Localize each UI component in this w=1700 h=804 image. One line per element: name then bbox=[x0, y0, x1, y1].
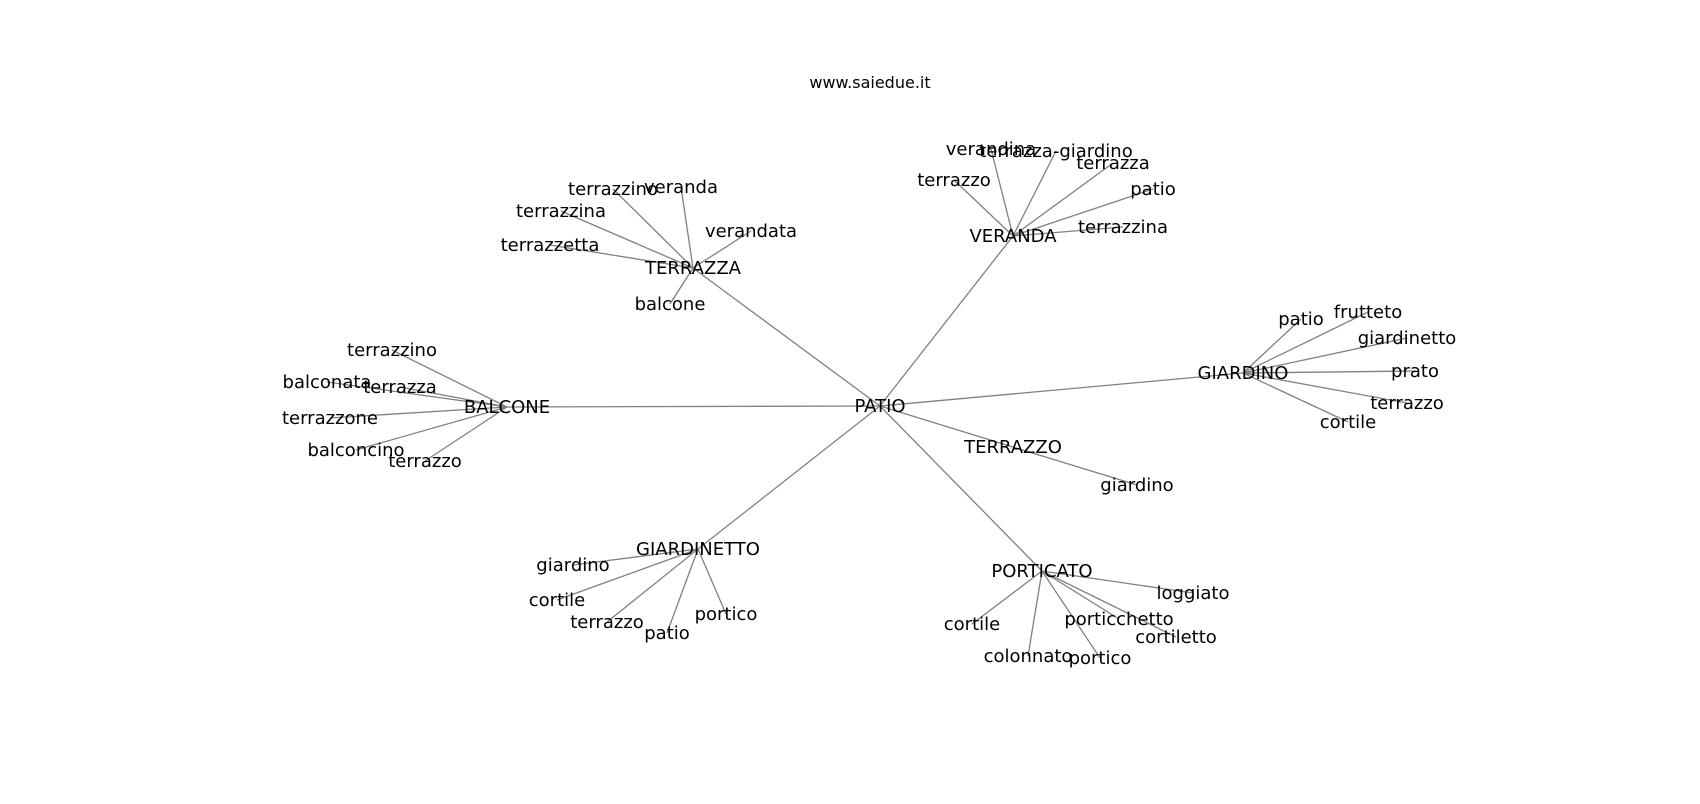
hub-node-label: TERRAZZO bbox=[963, 437, 1062, 458]
edge-root-to-hub bbox=[506, 405, 881, 408]
edge-hub-to-leaf bbox=[556, 548, 699, 601]
leaf-node-label: terrazzone bbox=[282, 408, 378, 429]
leaf-node-label: cortile bbox=[944, 614, 1000, 635]
hub-node-label: PORTICATO bbox=[991, 561, 1092, 582]
root-node-label: PATIO bbox=[854, 396, 905, 417]
leaf-node-label: terrazzo bbox=[917, 170, 991, 191]
edge-hub-to-leaf bbox=[355, 406, 508, 451]
edge-root-to-hub bbox=[697, 405, 881, 550]
leaf-node-label: frutteto bbox=[1334, 302, 1402, 323]
leaf-node-label: portico bbox=[695, 604, 758, 625]
leaf-node-label: terrazzo bbox=[388, 451, 462, 472]
leaf-node-label: porticchetto bbox=[1064, 609, 1173, 630]
leaf-node-label: terrazzina bbox=[1078, 217, 1168, 238]
leaf-node-label: balconata bbox=[283, 372, 372, 393]
leaf-node-label: giardinetto bbox=[1358, 328, 1457, 349]
edge-hub-to-leaf bbox=[391, 349, 508, 408]
edge-hub-to-leaf bbox=[329, 406, 508, 419]
edge-hub-to-leaf bbox=[990, 148, 1014, 237]
edge-hub-to-leaf bbox=[399, 386, 508, 408]
edge-hub-to-leaf bbox=[606, 548, 699, 623]
edge-hub-to-leaf bbox=[669, 267, 694, 305]
leaf-node-label: verandata bbox=[705, 221, 797, 242]
leaf-node-label: terrazzetta bbox=[501, 235, 600, 256]
edge-hub-to-leaf bbox=[971, 570, 1043, 625]
hub-node-label: BALCONE bbox=[464, 397, 550, 418]
edge-hub-to-leaf bbox=[572, 548, 699, 566]
edge-hub-to-leaf bbox=[1242, 318, 1302, 374]
leaf-node-label: giardino bbox=[536, 555, 609, 576]
edge-root-to-hub bbox=[879, 405, 1043, 572]
edge-hub-to-leaf bbox=[697, 548, 727, 615]
edge-hub-to-leaf bbox=[1242, 370, 1416, 374]
edge-hub-to-leaf bbox=[1242, 372, 1408, 404]
leaf-node-label: terrazza-giardino bbox=[979, 141, 1132, 162]
edge-hub-to-leaf bbox=[1027, 570, 1043, 657]
site-watermark: www.saiedue.it bbox=[809, 73, 930, 92]
edge-hub-to-leaf bbox=[1012, 150, 1057, 237]
leaf-node-label: loggiato bbox=[1157, 583, 1230, 604]
edge-hub-to-leaf bbox=[1242, 337, 1408, 374]
leaf-node-label: terrazzo bbox=[570, 612, 644, 633]
leaf-node-label: patio bbox=[1278, 309, 1324, 330]
edge-hub-to-leaf bbox=[1012, 162, 1114, 237]
leaf-node-label: portico bbox=[1069, 648, 1132, 669]
edge-hub-to-leaf bbox=[1012, 226, 1124, 237]
hub-node-label: TERRAZZA bbox=[644, 258, 742, 279]
leaf-node-label: terrazzino bbox=[347, 340, 437, 361]
leaf-node-label: terrazzo bbox=[1370, 393, 1444, 414]
leaf-node-label: balcone bbox=[635, 294, 706, 315]
edge-hub-to-leaf bbox=[1012, 188, 1154, 237]
edge-root-to-hub bbox=[879, 235, 1014, 407]
edge-hub-to-leaf bbox=[1242, 372, 1349, 423]
edge-hub-to-leaf bbox=[1041, 570, 1177, 638]
hub-node-label: GIARDINO bbox=[1198, 363, 1289, 384]
edge-hub-to-leaf bbox=[1041, 570, 1120, 620]
edge-root-to-hub bbox=[692, 267, 881, 407]
labels-layer: www.saiedue.it PATIOTERRAZZAterrazzinove… bbox=[282, 73, 1456, 669]
edge-hub-to-leaf bbox=[560, 210, 694, 269]
edge-hub-to-leaf bbox=[680, 186, 694, 269]
hub-node-label: GIARDINETTO bbox=[636, 539, 760, 560]
edge-root-to-hub bbox=[879, 405, 1014, 448]
leaf-node-label: veranda bbox=[644, 177, 718, 198]
leaf-node-label: patio bbox=[1130, 179, 1176, 200]
edge-hub-to-leaf bbox=[1242, 311, 1369, 374]
edge-hub-to-leaf bbox=[549, 244, 694, 269]
hub-node-label: VERANDA bbox=[969, 226, 1057, 247]
leaf-node-label: prato bbox=[1391, 361, 1439, 382]
edge-hub-to-leaf bbox=[1012, 446, 1138, 486]
edge-hub-to-leaf bbox=[1041, 570, 1194, 594]
leaf-node-label: balconcino bbox=[307, 440, 404, 461]
leaf-node-label: patio bbox=[644, 623, 690, 644]
leaf-node-label: colonnato bbox=[984, 646, 1073, 667]
leaf-node-label: terrazzino bbox=[568, 179, 658, 200]
edge-hub-to-leaf bbox=[666, 548, 699, 634]
leaf-node-label: terrazza bbox=[363, 377, 437, 398]
edge-hub-to-leaf bbox=[953, 179, 1014, 237]
edge-root-to-hub bbox=[879, 372, 1244, 407]
edge-hub-to-leaf bbox=[326, 381, 508, 408]
leaf-node-label: cortile bbox=[1320, 412, 1376, 433]
leaf-node-label: cortile bbox=[529, 590, 585, 611]
edge-hub-to-leaf bbox=[612, 188, 694, 269]
leaf-node-label: cortiletto bbox=[1135, 627, 1217, 648]
leaf-node-label: verandina bbox=[946, 139, 1036, 160]
edges-layer bbox=[326, 148, 1416, 659]
edge-hub-to-leaf bbox=[692, 230, 752, 269]
edge-hub-to-leaf bbox=[424, 406, 508, 462]
leaf-node-label: terrazzina bbox=[516, 201, 606, 222]
leaf-node-label: terrazza bbox=[1076, 153, 1150, 174]
leaf-node-label: giardino bbox=[1100, 475, 1173, 496]
edge-hub-to-leaf bbox=[1041, 570, 1101, 659]
